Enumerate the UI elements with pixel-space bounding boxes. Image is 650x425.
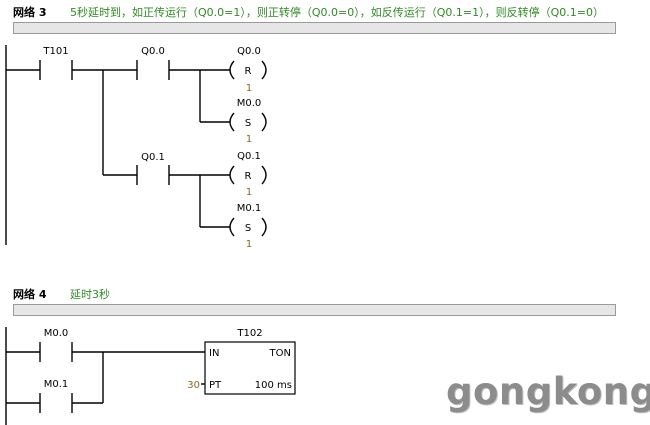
coil-4-type: S	[245, 223, 251, 234]
timer-pt-label: PT	[209, 380, 222, 391]
coil-2-type: S	[245, 118, 251, 129]
coil-3-address: Q0.1	[237, 151, 261, 162]
contact-t101-label: T101	[42, 46, 68, 57]
network-3-title[interactable]: 网络 3	[13, 6, 47, 19]
contact-m0-0-label: M0.0	[44, 328, 69, 339]
network-3-comment-box[interactable]	[13, 22, 616, 34]
timer-in-label: IN	[209, 348, 219, 359]
contact-q0-0[interactable]	[136, 60, 170, 80]
contact-m0-1[interactable]	[39, 393, 73, 413]
network-3-comment: 5秒延时到，如正传运行（Q0.0=1），则正转停（Q0.0=0），如反传运行（Q…	[70, 6, 604, 19]
coil-set-m0-0[interactable]	[229, 112, 267, 132]
contact-m0-1-label: M0.1	[44, 379, 69, 390]
network-4-title[interactable]: 网络 4	[13, 288, 47, 301]
coil-reset-q0-0[interactable]	[229, 60, 267, 80]
coil-3-count: 1	[246, 187, 252, 198]
network-3-wiring	[6, 69, 230, 228]
coil-1-address: Q0.0	[237, 46, 261, 57]
coil-2-address: M0.0	[237, 98, 262, 109]
timer-type: TON	[269, 348, 291, 359]
contact-q0-1-label: Q0.1	[141, 152, 165, 163]
timer-resolution: 100 ms	[255, 380, 292, 391]
coil-set-m0-1[interactable]	[229, 217, 267, 237]
timer-name: T102	[236, 328, 262, 339]
coil-reset-q0-1[interactable]	[229, 165, 267, 185]
contact-m0-0[interactable]	[39, 342, 73, 362]
watermark-logo: gongkong	[446, 370, 650, 413]
network-4-wiring	[6, 351, 205, 404]
coil-1-count: 1	[246, 83, 252, 94]
network-4-comment: 延时3秒	[70, 288, 110, 301]
coil-4-address: M0.1	[237, 203, 262, 214]
coil-4-count: 1	[246, 239, 252, 250]
timer-t102-box[interactable]	[204, 341, 296, 395]
timer-pt-value: 30	[187, 380, 200, 391]
contact-t101[interactable]	[39, 60, 73, 80]
coil-3-type: R	[245, 171, 252, 182]
coil-1-type: R	[245, 66, 252, 77]
contact-q0-1[interactable]	[136, 165, 170, 185]
network-4-comment-box[interactable]	[13, 304, 616, 316]
contact-q0-0-label: Q0.0	[141, 46, 165, 57]
coil-2-count: 1	[246, 134, 252, 145]
